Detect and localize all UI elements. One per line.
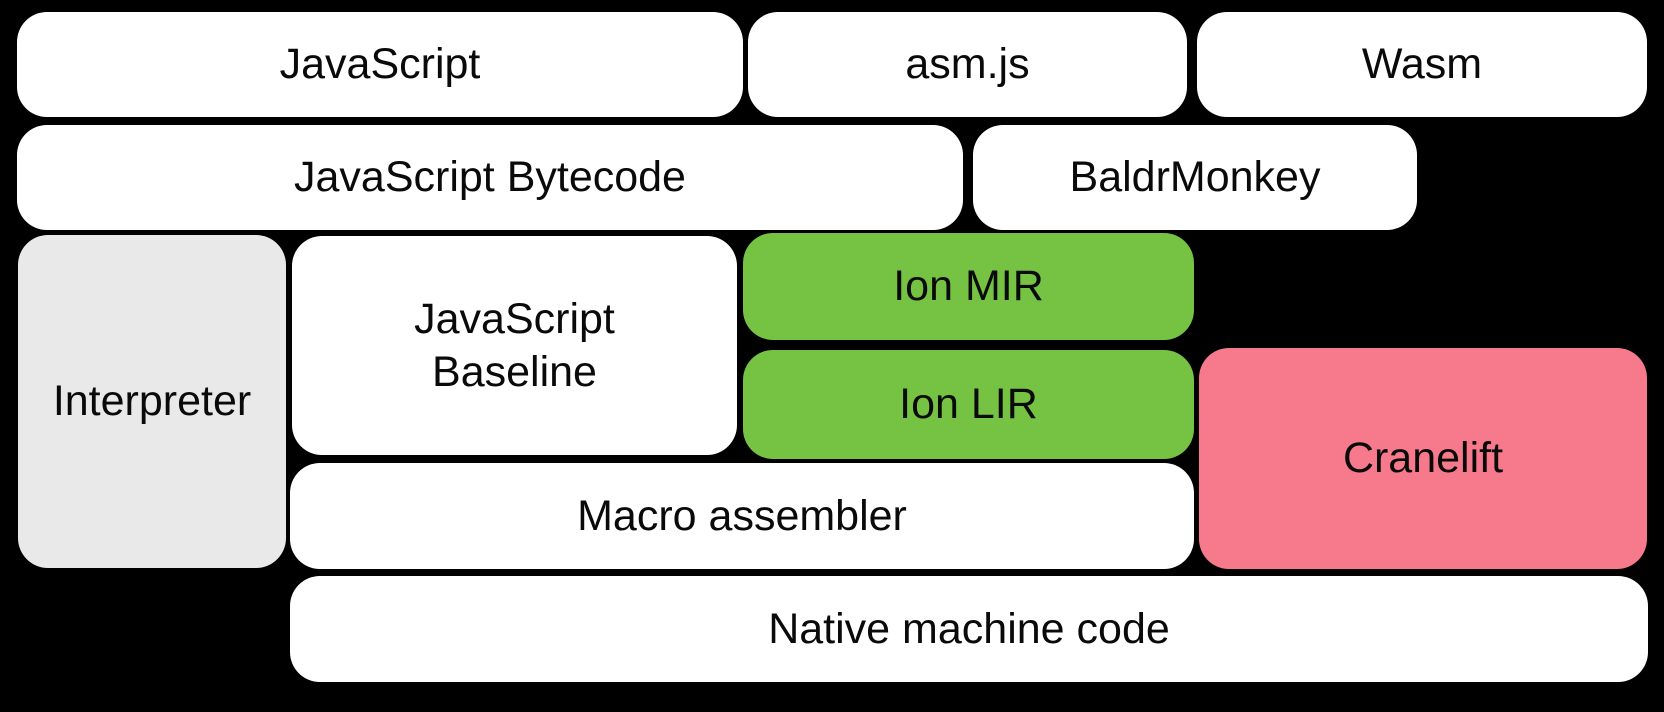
node-ion-mir: Ion MIR [743, 233, 1194, 340]
node-macro-assembler: Macro assembler [290, 463, 1194, 569]
node-asm-js: asm.js [748, 12, 1187, 117]
node-javascript-baseline: JavaScript Baseline [292, 236, 737, 455]
node-wasm: Wasm [1197, 12, 1647, 117]
node-javascript: JavaScript [17, 12, 743, 117]
node-javascript-bytecode: JavaScript Bytecode [17, 125, 963, 230]
node-interpreter: Interpreter [18, 235, 286, 568]
node-native-machine-code: Native machine code [290, 576, 1648, 682]
node-cranelift: Cranelift [1199, 348, 1647, 569]
node-ion-lir: Ion LIR [743, 350, 1194, 459]
node-baldrmonkey: BaldrMonkey [973, 125, 1417, 230]
